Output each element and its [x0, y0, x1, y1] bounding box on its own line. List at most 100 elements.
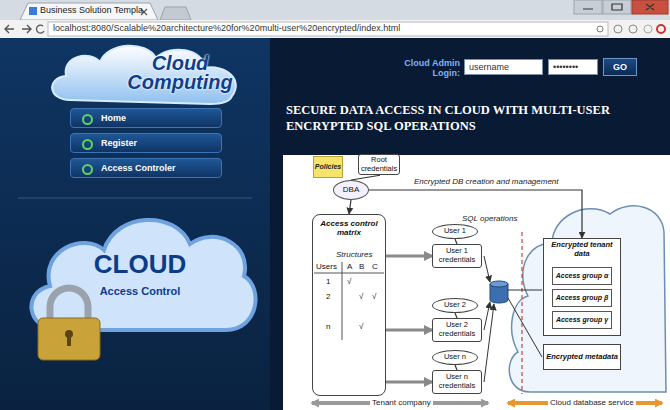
- connector: [349, 200, 351, 214]
- storage-box: Encrypted tenant dataAccess group α Acces…: [543, 238, 621, 336]
- flow-arrow: [386, 329, 432, 332]
- logo-text: Cloud Computing: [105, 54, 255, 92]
- browser-icon: [614, 25, 622, 33]
- table-header: Users: [316, 262, 337, 271]
- padlock-shackle: [50, 288, 88, 322]
- actor-circle: DBA: [333, 180, 369, 200]
- storage-box: Encrypted metadata: [543, 344, 621, 370]
- table-cell: √: [372, 292, 376, 301]
- flow-arrow: [386, 381, 432, 384]
- sql-arrow: [484, 304, 494, 382]
- node-text: Access group γ: [556, 316, 608, 324]
- boundary-line: [521, 232, 522, 394]
- policy-note: Policies: [313, 156, 343, 178]
- matrix-box: Access control matrix: [312, 214, 386, 396]
- band-label: Tenant company: [370, 398, 433, 407]
- maximize-button: [603, 0, 631, 14]
- node-text: User n credentials: [435, 373, 479, 390]
- node-text: User 1 credentials: [435, 247, 479, 264]
- node-text: Access Controler: [101, 163, 176, 173]
- table-rule: [314, 273, 384, 274]
- node-text: Policies: [315, 163, 341, 171]
- text-input: username: [464, 59, 543, 75]
- node-text: User 2: [444, 301, 466, 310]
- credential-box: User 1 credentials: [432, 244, 482, 268]
- table-cell: √: [359, 322, 363, 331]
- minimize-button: [574, 0, 602, 14]
- node-text: Access control matrix: [313, 219, 385, 237]
- db-link: [508, 290, 542, 291]
- browser-tab: [20, 3, 158, 20]
- table-cell: 2: [326, 292, 330, 301]
- table-cell: √: [359, 292, 363, 301]
- nav-button: Register: [70, 133, 222, 153]
- node-text: GO: [613, 62, 627, 72]
- nav-button: Home: [70, 108, 222, 128]
- group-box: Access group β: [552, 289, 612, 307]
- table-rule: [342, 262, 343, 340]
- process-box: Root credentials: [358, 154, 400, 175]
- password-input: ••••••••: [548, 59, 598, 75]
- browser-icon: [629, 25, 637, 33]
- address-bar: [0, 20, 670, 38]
- connector: [369, 190, 582, 238]
- table-cell: n: [326, 322, 330, 331]
- url-field: [48, 22, 608, 36]
- database-icon: [490, 281, 508, 287]
- browser-icon: [657, 25, 665, 33]
- connector: [351, 175, 380, 180]
- keyhole: [67, 336, 71, 346]
- favicon: [29, 7, 37, 15]
- db-link: [508, 298, 542, 357]
- node-text: User 1: [444, 227, 466, 236]
- divider: [18, 198, 252, 199]
- annotation: SQL operations: [462, 214, 517, 223]
- nav-button: Access Controler: [70, 158, 222, 178]
- node-text: Access group α: [556, 272, 609, 280]
- node-text: Access group β: [556, 294, 609, 302]
- page-title: SECURE DATA ACCESS IN CLOUD WITH MULTI-U…: [286, 103, 664, 134]
- tab-title: Business Solution Templa: [40, 5, 143, 15]
- node-text: User n: [444, 353, 466, 362]
- tab-bar: [0, 0, 670, 20]
- table-header: B: [359, 262, 364, 271]
- url-text: localhost:8080/Scalable%20architecture%2…: [53, 23, 400, 33]
- nav-arrows: [5, 25, 31, 33]
- user-oval: User 1: [432, 224, 478, 239]
- padlock-body: [38, 318, 100, 360]
- node-text: Root credentials: [361, 156, 397, 173]
- reload-icon: [36, 25, 44, 33]
- cloud-image: [31, 220, 255, 330]
- new-tab: [160, 7, 191, 20]
- table-caption: Structures: [336, 250, 372, 259]
- table-cell: √: [347, 277, 351, 286]
- table-header: C: [372, 262, 378, 271]
- node-text: ••••••••: [553, 62, 578, 72]
- edge-label: Encrypted DB creation and management: [413, 177, 560, 186]
- node-text: Encrypted metadata: [546, 353, 618, 362]
- node-text: DBA: [343, 185, 359, 194]
- sql-arrow: [484, 302, 490, 330]
- image-subtitle: Access Control: [60, 285, 220, 298]
- sql-arrow: [484, 256, 490, 282]
- window-glyphs: [583, 4, 654, 10]
- sidebar: [0, 38, 270, 410]
- band-label: Cloud database service: [548, 398, 636, 407]
- group-box: Access group α: [552, 267, 612, 285]
- table-header: A: [347, 262, 352, 271]
- submit-button: GO: [603, 58, 637, 76]
- browser-icon: [644, 25, 652, 33]
- flow-arrow: [386, 255, 432, 258]
- user-oval: User n: [432, 350, 478, 365]
- table-cell: 1: [326, 277, 330, 286]
- node-text: username: [469, 62, 509, 72]
- diagram-panel: [283, 155, 670, 410]
- credential-box: User n credentials: [432, 370, 482, 394]
- credential-box: User 2 credentials: [432, 318, 482, 342]
- login-caption: Cloud Admin Login:: [402, 58, 460, 79]
- node-text: Encrypted tenant data: [544, 241, 620, 258]
- header-panel: [270, 38, 670, 410]
- image-title: CLOUD: [60, 250, 220, 280]
- group-box: Access group γ: [552, 311, 612, 329]
- zoom-icon: [597, 26, 603, 32]
